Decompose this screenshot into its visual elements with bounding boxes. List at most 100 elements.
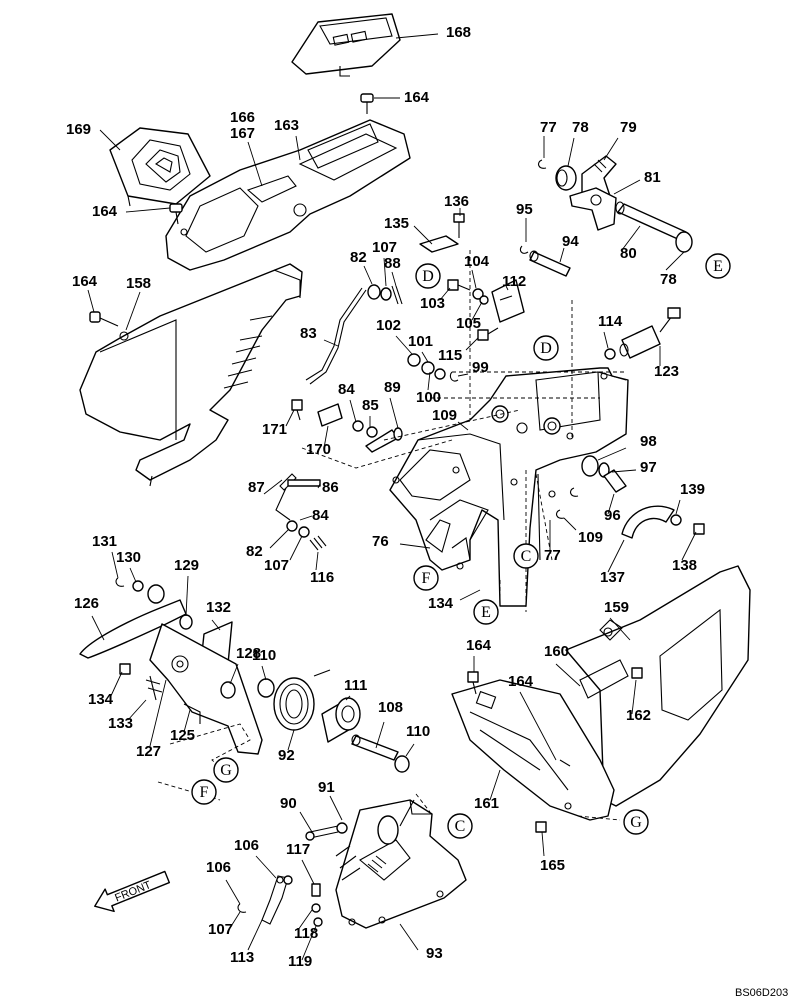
leader-line-82 [363,265,373,285]
part-number-160: 160 [544,643,569,660]
leader-line-111 [345,695,351,701]
part-number-131: 131 [92,533,117,550]
part-number-139: 139 [680,481,705,498]
leader-line-105 [471,301,483,321]
base-93 [335,799,467,929]
part-number-129: 129 [174,557,199,574]
svg-text:F: F [200,784,209,801]
pedal-126 [79,577,263,755]
part-number-118: 118 [294,925,318,942]
leader-line-168 [395,33,439,39]
leader-line-102 [395,335,413,355]
leader-line-92 [287,729,295,751]
leader-line-97 [611,469,637,473]
part-number-106: 106 [206,859,231,876]
part-number-170: 170 [306,441,331,458]
part-number-128: 128 [236,645,261,662]
leader-line-139 [675,499,681,515]
leader-line-162 [631,679,637,715]
leader-line-94 [559,247,565,263]
part-number-138: 138 [672,557,697,574]
leader-line-170 [323,425,329,449]
washer-group-102 [407,327,499,382]
bolt-164-top [360,93,374,114]
document-code: BS06D203 [735,987,788,999]
leader-line-126 [91,615,105,641]
leader-line-163 [295,135,301,161]
part-number-104: 104 [464,253,490,270]
leader-line-86 [317,483,321,489]
leader-line-83 [323,339,339,347]
leader-line-131 [111,551,119,579]
leader-line-108 [375,721,385,749]
circle-ref-d: D [415,263,441,289]
bottom-small-parts [237,822,348,927]
part-number-110: 110 [252,647,276,664]
leader-line-164 [125,207,171,213]
part-number-80: 80 [620,245,637,262]
part-number-134: 134 [428,595,454,612]
svg-text:C: C [455,818,466,835]
leader-line-106 [225,879,241,905]
leader-line-90 [299,811,313,833]
part-number-171: 171 [262,421,287,438]
part-number-109: 109 [432,407,457,424]
part-number-164: 164 [508,673,534,690]
pivot-group-84 [291,399,403,453]
leader-line-79 [603,137,619,161]
part-number-114: 114 [598,313,623,330]
circle-ref-d: D [533,335,559,361]
front-arrow: FRONT [94,870,171,913]
part-number-90: 90 [280,795,297,812]
part-number-132: 132 [206,599,231,616]
part-number-166: 166 [230,109,255,126]
lever-rod-83 [305,287,367,385]
leader-line-158 [125,291,141,331]
part-number-112: 112 [502,273,526,290]
leader-line-161 [489,769,501,801]
part-number-115: 115 [438,347,462,364]
part-number-82: 82 [350,249,367,266]
leader-line-93 [399,923,419,951]
circle-ref-e: E [473,599,499,625]
part-number-123: 123 [654,363,679,380]
leader-line-88 [391,271,397,287]
leader-line-81 [613,179,641,195]
leader-line-84 [299,515,313,521]
part-number-107: 107 [372,239,397,256]
circle-ref-g: G [623,809,649,835]
lower-cover-161 [451,667,643,833]
pivot-assembly [537,155,693,253]
leader-line-109 [563,517,577,531]
leader-line-101 [421,351,429,363]
part-number-88: 88 [384,255,401,272]
part-number-100: 100 [416,389,441,406]
leader-line-164 [87,289,95,313]
part-number-94: 94 [562,233,579,250]
part-number-101: 101 [408,333,433,350]
leader-line-80 [621,225,641,251]
part-number-119: 119 [288,953,312,970]
part-number-98: 98 [640,433,657,450]
part-number-135: 135 [384,215,409,232]
pin-group-top [367,284,403,305]
part-number-95: 95 [516,201,533,218]
leader-line-99 [457,373,469,377]
leader-line-109 [457,421,469,431]
part-number-164: 164 [466,637,492,654]
part-number-99: 99 [472,359,489,376]
rod-94 [519,245,571,277]
leader-line-125 [183,709,191,733]
boot-169 [109,127,211,213]
svg-text:F: F [422,570,431,587]
leader-line-113 [247,919,263,951]
leader-line-127 [149,679,167,747]
part-number-137: 137 [600,569,625,586]
svg-text:G: G [630,814,642,831]
part-number-96: 96 [604,507,621,524]
part-number-83: 83 [300,325,317,342]
svg-text:D: D [540,340,552,357]
leader-line-110 [405,743,415,757]
part-number-136: 136 [444,193,469,210]
